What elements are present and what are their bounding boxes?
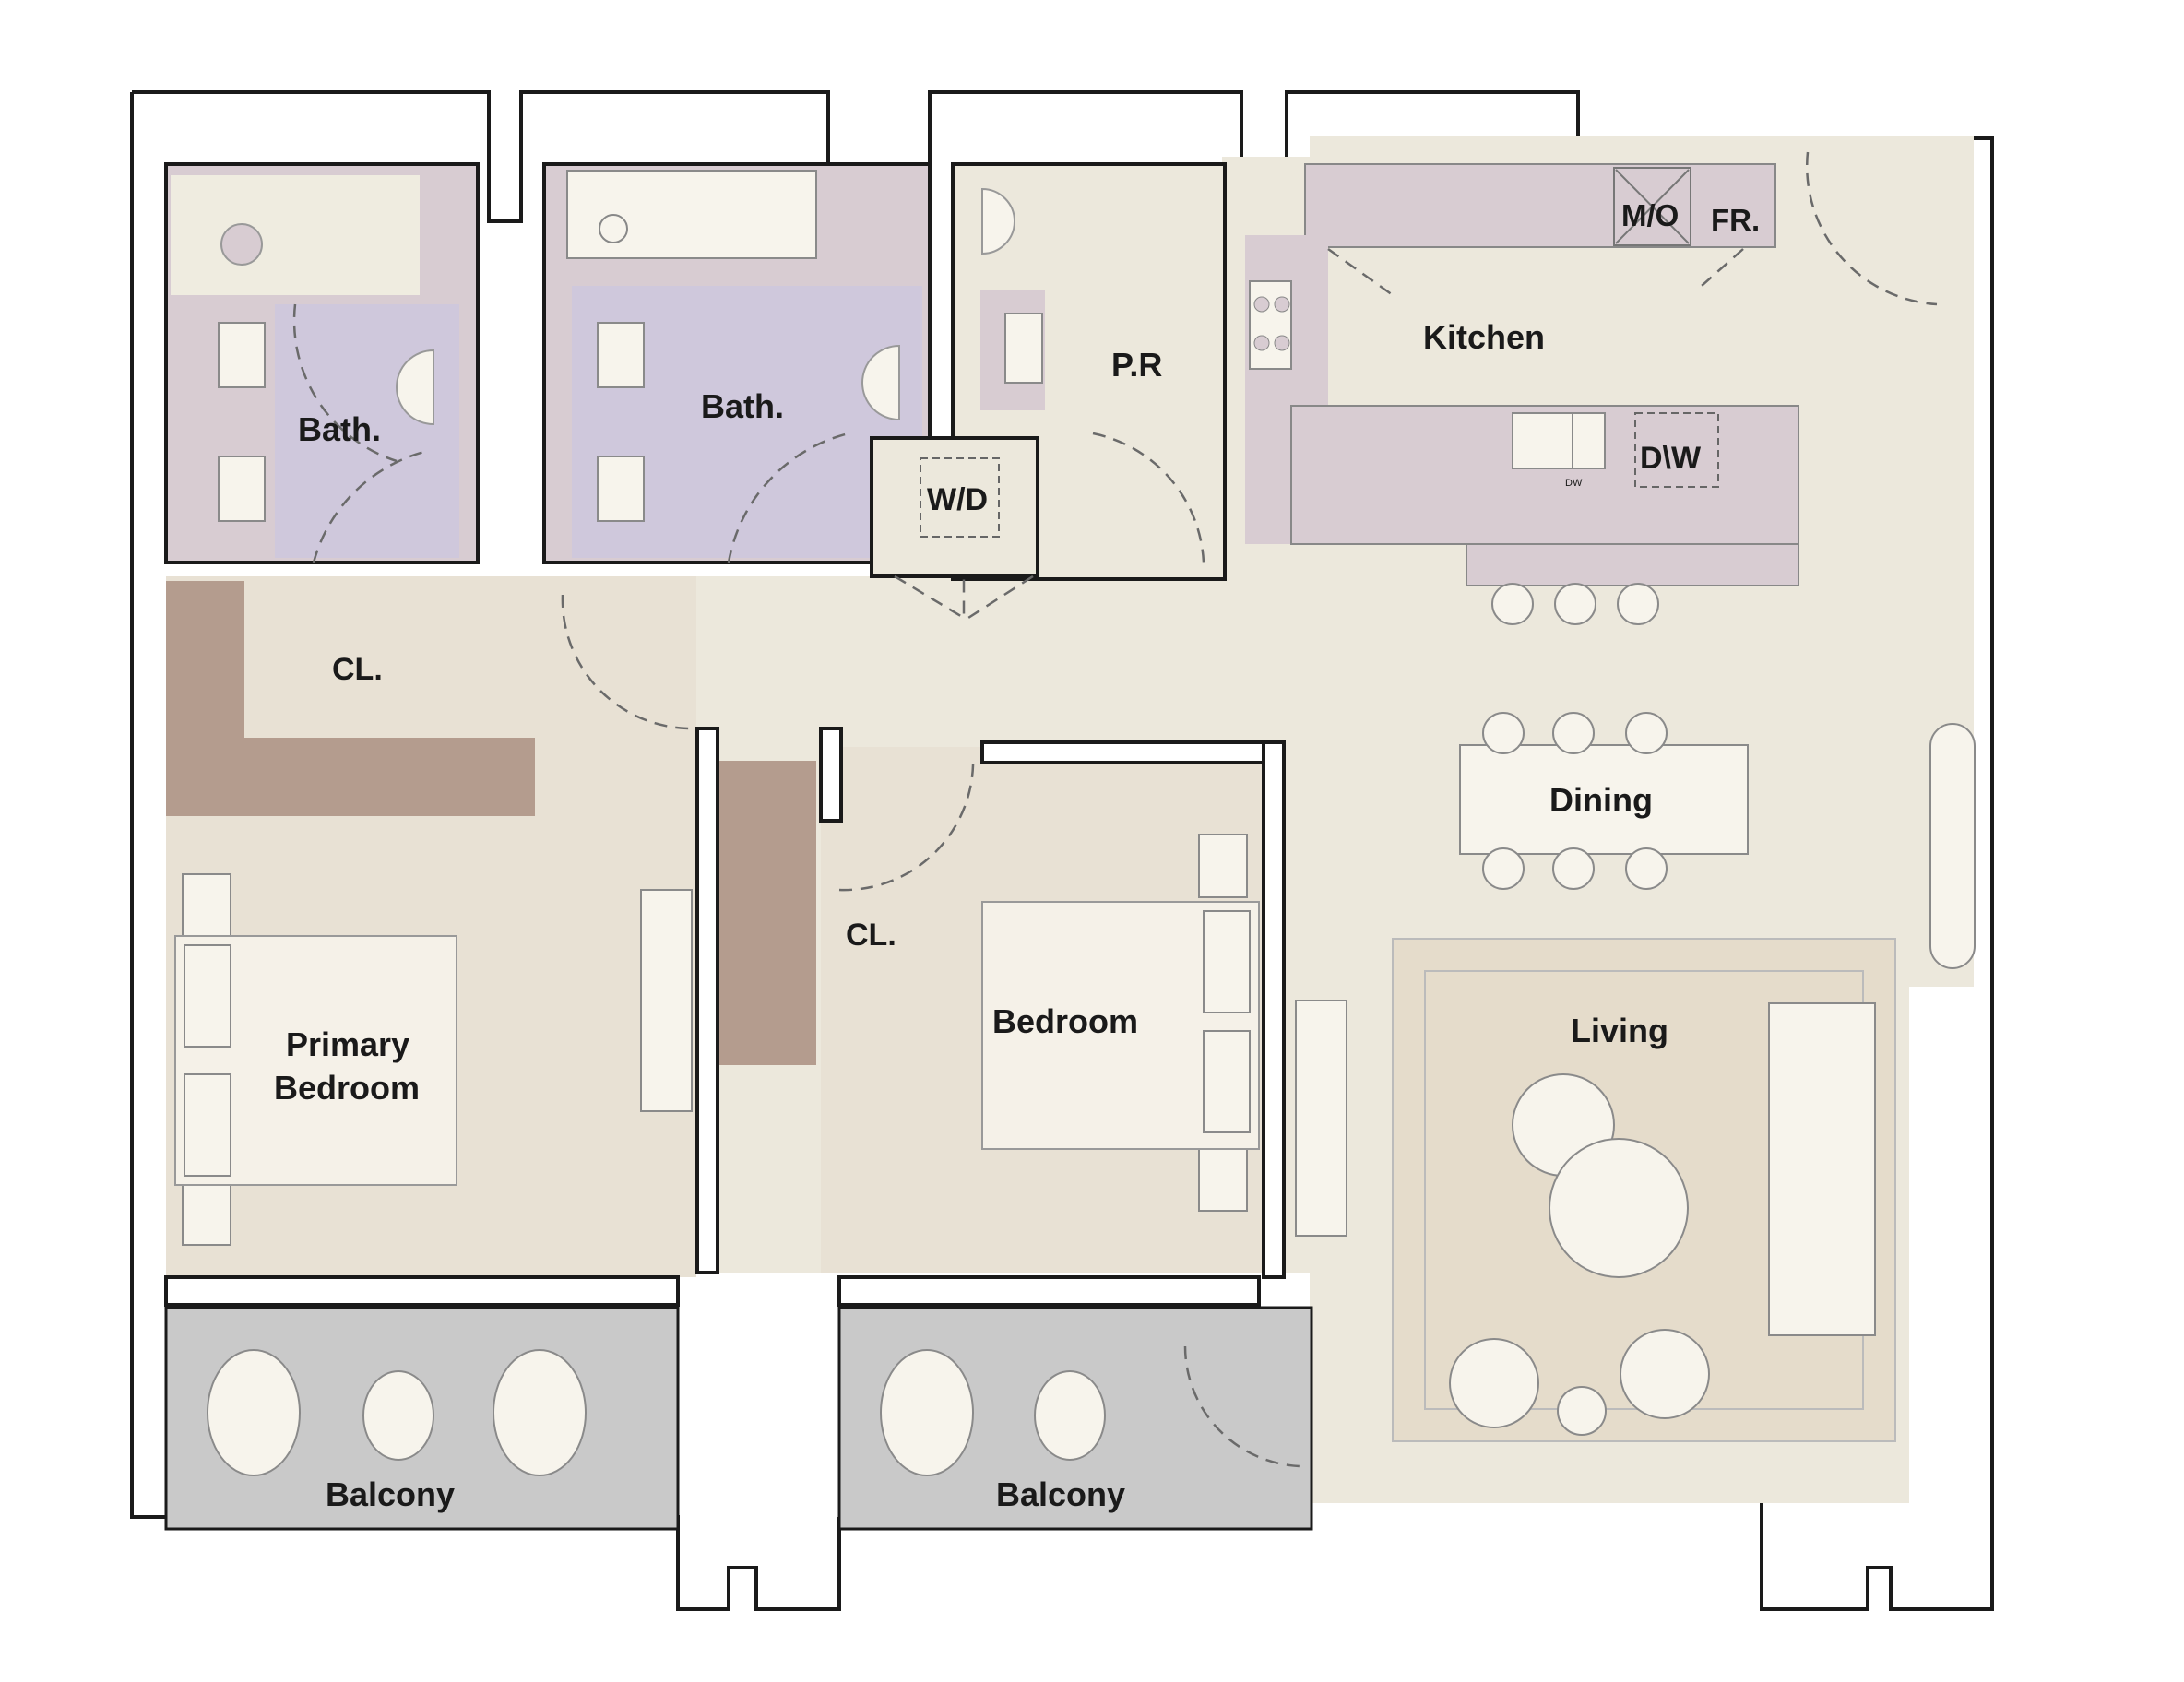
- bath-2: [542, 162, 932, 564]
- label-closet-1: CL.: [332, 652, 383, 687]
- label-kitchen: Kitchen: [1423, 318, 1545, 356]
- label-dw-small: DW: [1565, 478, 1583, 489]
- balcony-1: [164, 1306, 680, 1531]
- label-bath-1: Bath.: [298, 410, 381, 448]
- label-pr: P.R: [1111, 346, 1162, 384]
- primary-bed: [174, 873, 693, 1246]
- label-fr: FR.: [1711, 203, 1760, 237]
- inner-walls: [164, 727, 1286, 1307]
- label-primary-1: Primary: [286, 1025, 410, 1063]
- label-balcony-2: Balcony: [996, 1475, 1125, 1513]
- label-wd: W/D: [927, 482, 988, 517]
- bedroom-bed: [981, 834, 1347, 1237]
- bath-1: [164, 162, 480, 564]
- label-living: Living: [1571, 1012, 1668, 1049]
- dining-table: [1459, 712, 1976, 969]
- label-bath-2: Bath.: [701, 387, 784, 425]
- label-dw: D\W: [1640, 441, 1702, 476]
- label-bedroom: Bedroom: [992, 1002, 1138, 1040]
- balcony-2: [837, 1306, 1313, 1531]
- label-mo: M/O: [1621, 198, 1679, 232]
- label-dining: Dining: [1549, 781, 1653, 819]
- label-closet-2: CL.: [846, 918, 896, 953]
- kitchen-cabinets: [1245, 151, 1938, 625]
- label-primary-2: Bedroom: [274, 1069, 420, 1107]
- washer-dryer-closet: [870, 436, 1039, 621]
- closets: [166, 581, 975, 1065]
- living-rug: [1392, 938, 1896, 1442]
- label-balcony-1: Balcony: [326, 1475, 455, 1513]
